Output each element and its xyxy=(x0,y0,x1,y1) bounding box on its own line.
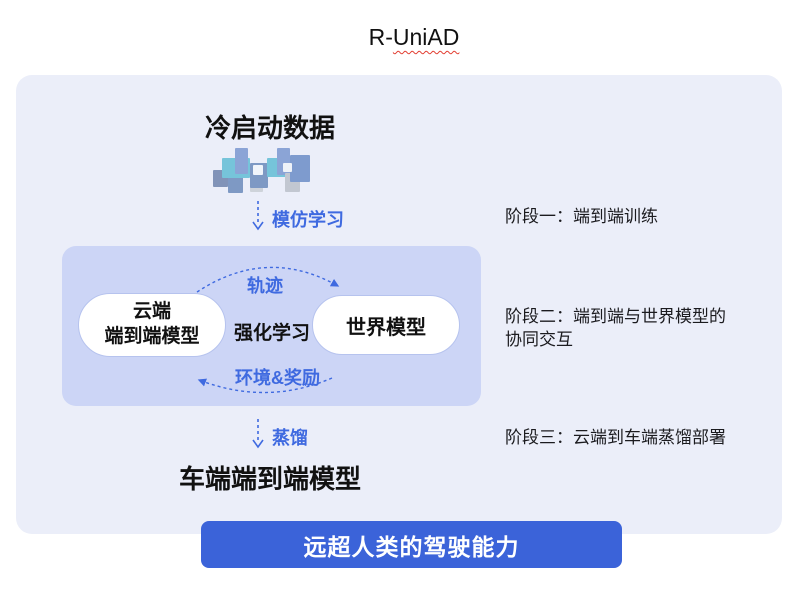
distillation-label: 蒸馏 xyxy=(272,428,308,448)
trajectory-label: 轨迹 xyxy=(247,276,283,296)
reinforcement-learning-label: 强化学习 xyxy=(233,323,310,344)
page-title: R-UniAD xyxy=(14,24,800,51)
vehicle-e2e-model-label: 车端端到端模型 xyxy=(178,464,361,494)
world-model-label: 世界模型 xyxy=(346,316,426,339)
page-title-prefix: R- xyxy=(368,24,393,50)
distillation-arrow-icon xyxy=(252,419,264,449)
interaction-panel: 轨迹 云端 端到端模型 强化学习 世界模型 环境&奖励 xyxy=(62,246,481,406)
driving-capability-banner: 远超人类的驾驶能力 xyxy=(201,521,622,568)
cold-start-data-label: 冷启动数据 xyxy=(204,113,335,143)
cloud-e2e-model-node: 云端 端到端模型 xyxy=(78,293,226,357)
driving-capability-label: 远超人类的驾驶能力 xyxy=(303,533,520,560)
cloud-model-line2: 端到端模型 xyxy=(104,326,200,347)
stage-2-label: 阶段二：端到端与世界模型的 协同交互 xyxy=(505,307,726,349)
stage-3-label: 阶段三：云端到车端蒸馏部署 xyxy=(505,428,726,447)
cloud-model-line1: 云端 xyxy=(132,301,171,323)
env-reward-label: 环境&奖励 xyxy=(235,368,320,388)
page-title-main: UniAD xyxy=(392,24,460,50)
world-model-node: 世界模型 xyxy=(312,295,460,355)
imitation-learning-arrow-icon xyxy=(252,201,264,231)
stage-1-label: 阶段一：端到端训练 xyxy=(505,207,658,226)
cold-start-data-mosaic xyxy=(210,146,320,196)
imitation-learning-label: 模仿学习 xyxy=(272,210,344,230)
